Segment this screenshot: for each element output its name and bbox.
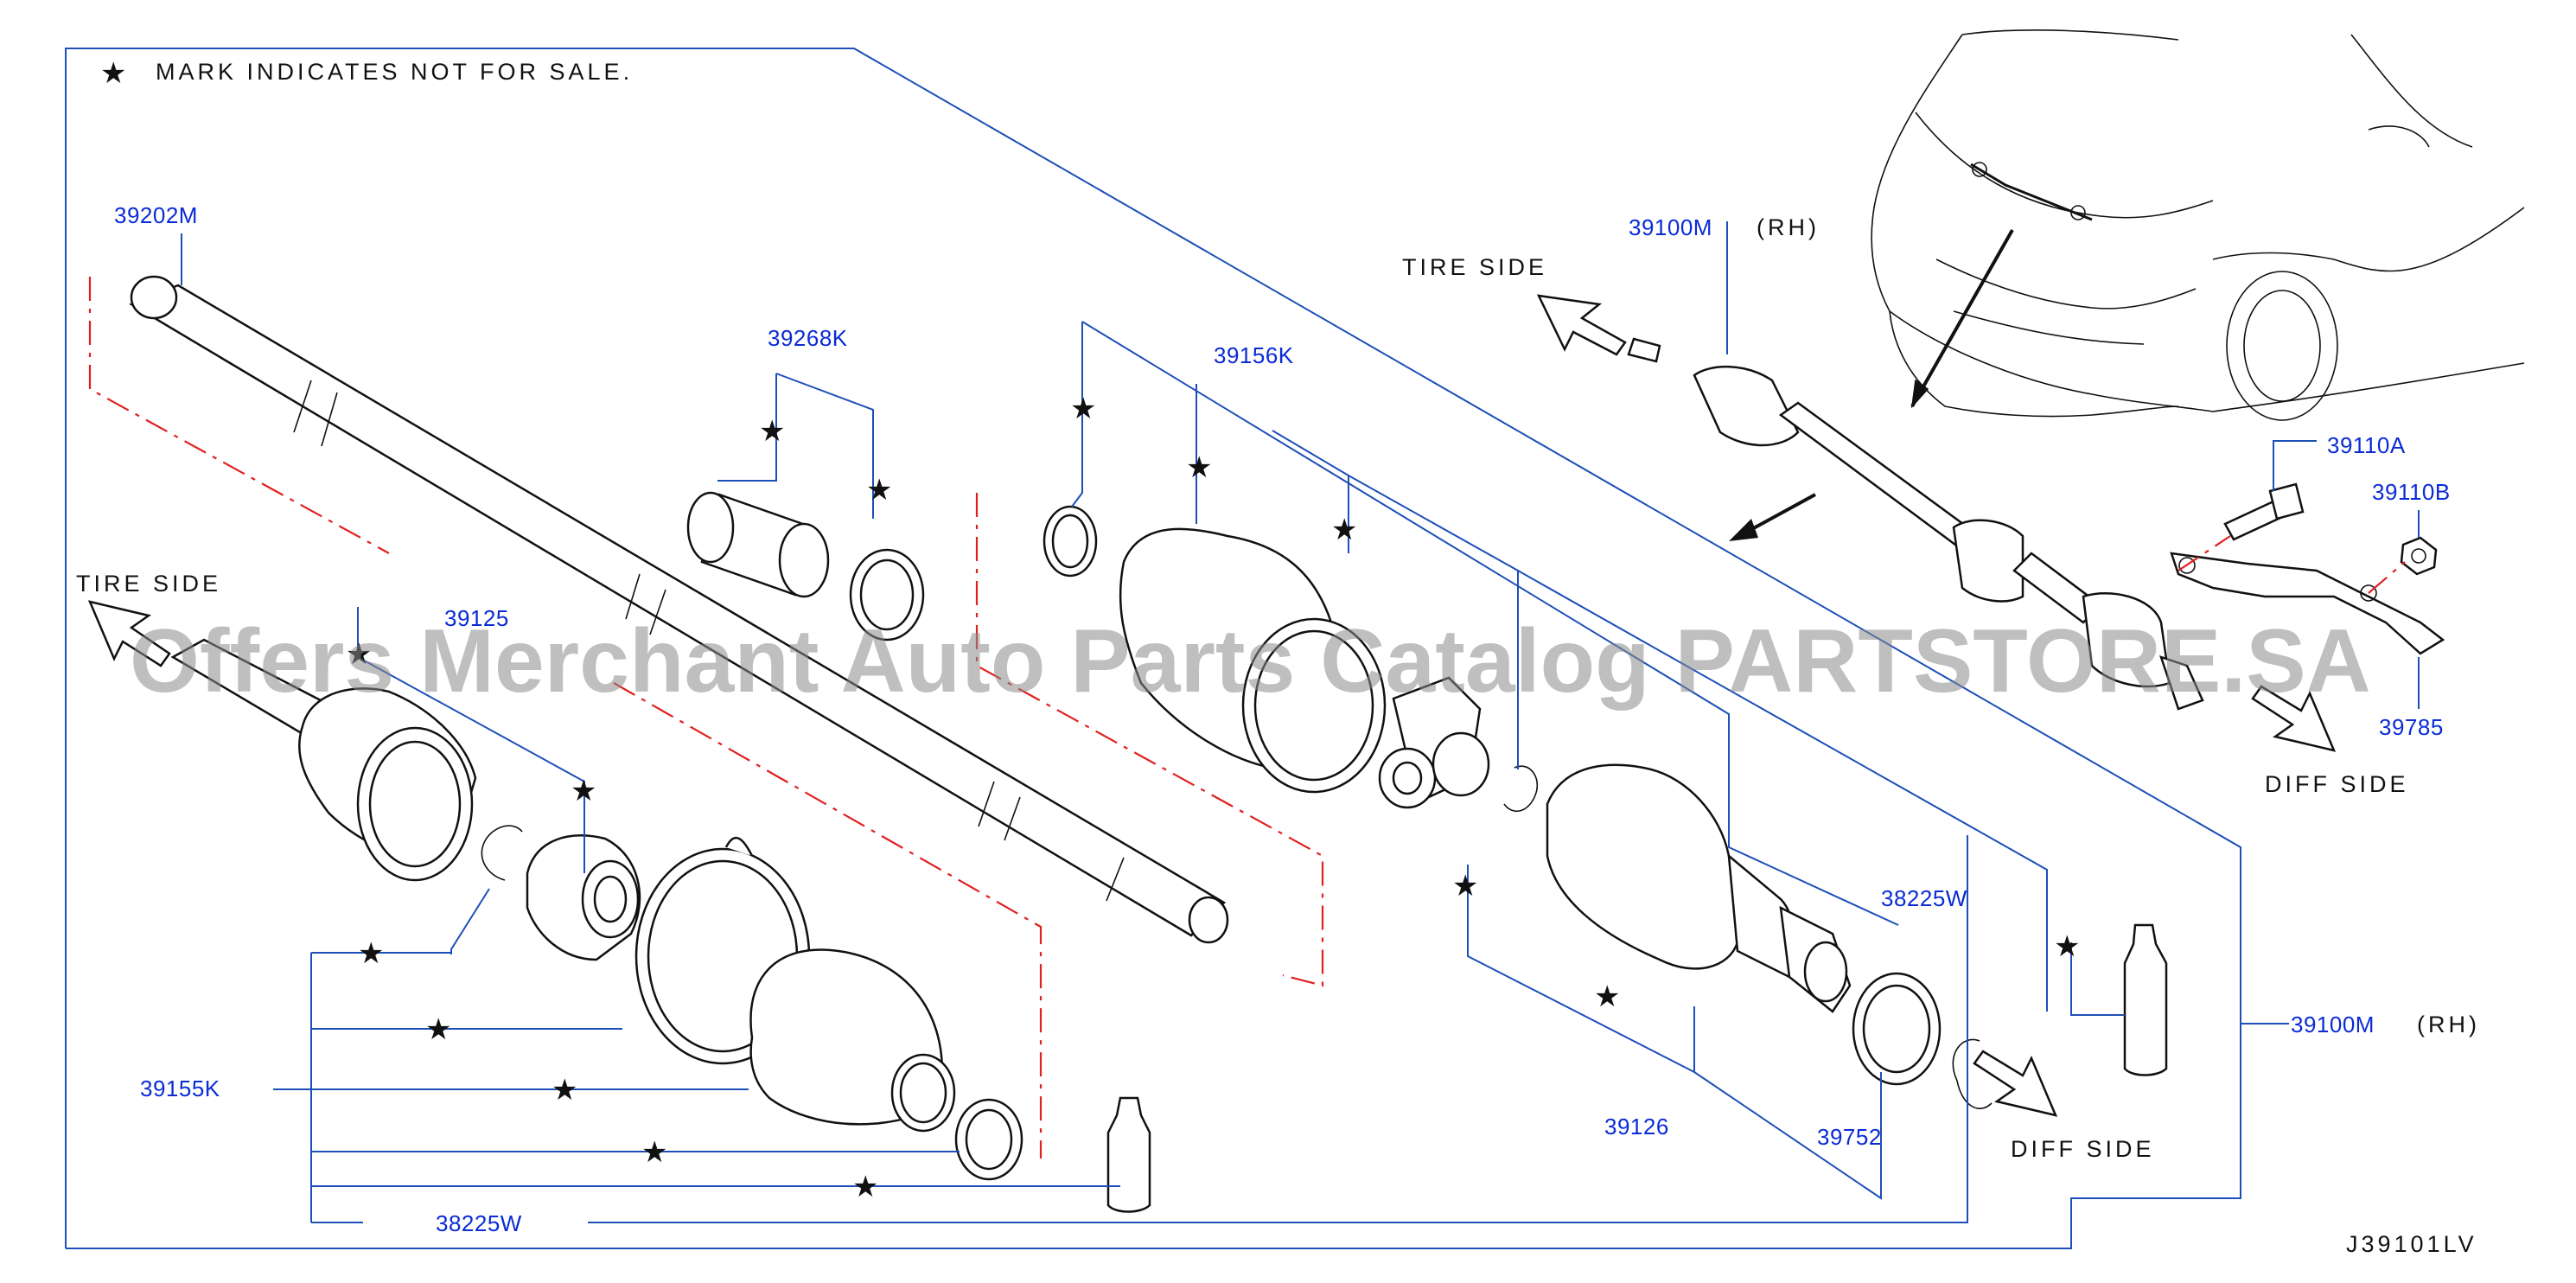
tire-side-arrow-left-icon xyxy=(87,600,171,667)
part-label-38225W-right: 38225W xyxy=(1881,885,1967,911)
star-icon: ★ xyxy=(346,637,372,672)
star-icon: ★ xyxy=(2054,929,2080,964)
part-label-39202M: 39202M xyxy=(114,202,198,228)
diff-side-arrow-top-icon xyxy=(2251,685,2337,752)
dash-line-nut xyxy=(2368,561,2406,594)
star-icon: ★ xyxy=(1070,392,1096,426)
star-icon: ★ xyxy=(1331,513,1357,547)
bolt-39110A xyxy=(2223,482,2305,541)
nut-39110B xyxy=(2400,536,2438,576)
part-label-39785: 39785 xyxy=(2379,714,2444,740)
boot-kit-39155K xyxy=(634,836,1023,1181)
legend-text: MARK INDICATES NOT FOR SALE. xyxy=(156,59,633,85)
part-label-39126: 39126 xyxy=(1604,1114,1669,1139)
star-icon: ★ xyxy=(1594,980,1620,1014)
part-label-39268K: 39268K xyxy=(768,325,848,351)
grease-tube-left xyxy=(1106,1096,1151,1213)
star-icon: ★ xyxy=(425,1012,451,1047)
tire-side-label-left: TIRE SIDE xyxy=(76,571,221,597)
shaft-39202M xyxy=(129,275,1229,944)
car-silhouette xyxy=(1871,29,2525,421)
outboard-joint xyxy=(170,638,641,961)
dash-line-shaft-right xyxy=(613,682,1043,1159)
star-icon: ★ xyxy=(358,936,384,971)
bracket-39785 xyxy=(2170,552,2445,655)
dash-line-boot-kit xyxy=(975,493,1324,987)
driveshaft-39100M-assembly xyxy=(1627,337,2204,711)
tire-side-arrow-top-icon xyxy=(1536,294,1627,356)
part-label-39125: 39125 xyxy=(444,605,509,631)
part-side-39100M-right: (RH) xyxy=(2417,1012,2480,1037)
star-icon: ★ xyxy=(759,414,785,449)
star-icon: ★ xyxy=(852,1170,878,1204)
star-icon: ★ xyxy=(641,1135,667,1170)
joint-housing-39126 xyxy=(1546,763,1993,1109)
watermark: Offers Merchant Auto Parts Catalog PARTS… xyxy=(130,611,2371,712)
part-side-39100M-top: (RH) xyxy=(1757,214,1820,240)
part-label-39100M-top: 39100M xyxy=(1629,214,1712,240)
dash-line-shaft-left xyxy=(88,277,390,554)
part-label-39156K: 39156K xyxy=(1214,342,1294,368)
grease-tube-right xyxy=(2123,923,2168,1076)
tire-side-label-top: TIRE SIDE xyxy=(1402,254,1547,280)
legend-star-icon: ★ xyxy=(100,56,126,91)
direction-arrow-shaft-icon xyxy=(1729,493,1816,541)
part-label-38225W-bottom: 38225W xyxy=(436,1210,522,1236)
dash-line-bolt xyxy=(2177,535,2231,571)
star-icon: ★ xyxy=(1452,869,1478,903)
part-label-39110A: 39110A xyxy=(2327,432,2406,458)
star-icon: ★ xyxy=(552,1073,577,1107)
diagram-code: J39101LV xyxy=(2346,1231,2477,1257)
star-icon: ★ xyxy=(571,774,596,808)
star-icon: ★ xyxy=(866,473,892,507)
part-label-39155K: 39155K xyxy=(140,1076,220,1101)
damper-39268K xyxy=(686,491,925,642)
diff-side-label-bottom: DIFF SIDE xyxy=(2011,1136,2155,1162)
boot-kit-39156K xyxy=(1043,505,1539,813)
diff-side-label-top: DIFF SIDE xyxy=(2265,771,2409,797)
part-label-39752: 39752 xyxy=(1817,1124,1882,1150)
star-icon: ★ xyxy=(1186,450,1212,485)
part-label-39100M-right: 39100M xyxy=(2291,1012,2375,1037)
leader-lines xyxy=(181,221,2420,1223)
diff-side-arrow-bottom-icon xyxy=(1973,1050,2058,1117)
part-label-39110B: 39110B xyxy=(2372,479,2451,505)
not-for-sale-marks: ★ ★ ★ ★ ★ ★ ★ ★ ★ ★ ★ ★ ★ ★ ★ xyxy=(346,392,2080,1204)
